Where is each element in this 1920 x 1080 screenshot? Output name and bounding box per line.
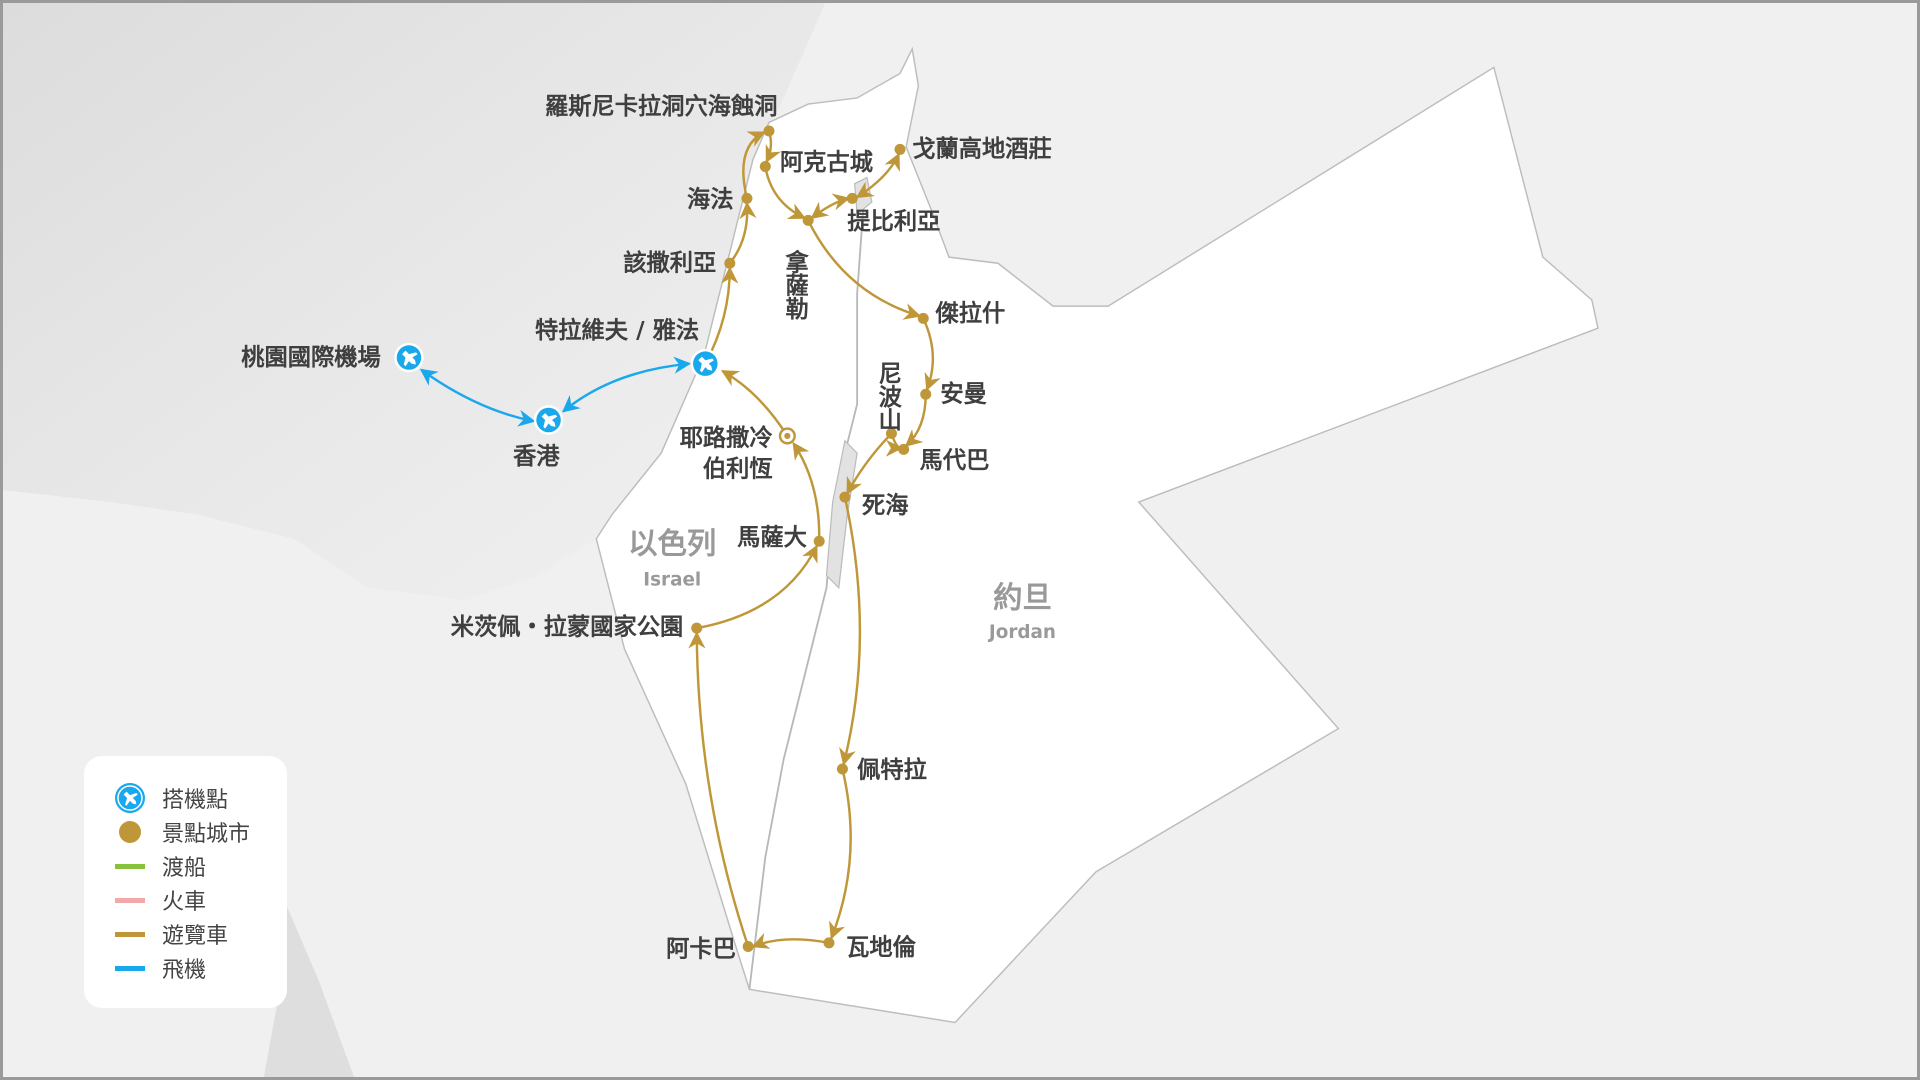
label-golan: 戈蘭高地酒莊: [912, 136, 1052, 163]
city-dot-mitzpe[interactable]: [691, 622, 703, 634]
route-wadirum-aqaba: [751, 932, 830, 949]
route-nazareth-tiberias: [810, 193, 851, 220]
country-israel: 以色列: [628, 526, 716, 560]
label-haifa: 海法: [687, 186, 734, 213]
route-masada-jerusalem: [792, 441, 821, 542]
airport-icon-telaviv[interactable]: [690, 348, 720, 379]
label-amman: 安曼: [940, 381, 987, 408]
flight-routes: [419, 356, 692, 427]
label-petra: 佩特拉: [857, 757, 927, 784]
legend-city-label: 景點城市: [162, 822, 251, 847]
route-deadsea-petra: [839, 496, 862, 766]
country-jordan: 約旦: [993, 580, 1052, 614]
label-taoyuan: 桃園國際機場: [241, 344, 381, 371]
city-dot-nebo[interactable]: [885, 427, 897, 439]
label-rosh: 羅斯尼卡拉洞穴海蝕洞: [545, 93, 778, 120]
legend-city: 景點城市: [114, 817, 250, 847]
city-dot-caesarea[interactable]: [724, 257, 736, 269]
label-aqaba: 阿卡巴: [666, 935, 736, 962]
label-jerusalem-1: 耶路撒冷: [680, 425, 773, 452]
legend-train-label: 火車: [162, 890, 207, 915]
city-dot-amman[interactable]: [920, 388, 932, 400]
legend-plane-label: 飛機: [162, 958, 207, 983]
city-dot-rosh[interactable]: [763, 125, 775, 137]
route-acre-nazareth: [764, 166, 807, 220]
airport-icons: [394, 342, 720, 435]
route-amman-madaba: [904, 394, 927, 447]
label-wadirum: 瓦地倫: [846, 934, 917, 961]
legend-bus: 遊覽車: [114, 919, 228, 949]
flight-hongkong-telaviv: [561, 356, 692, 413]
route-nebo-deadsea: [846, 432, 893, 495]
route-tiberias-golan: [855, 152, 900, 199]
label-masada: 馬薩大: [737, 524, 808, 551]
sea: [0, 0, 827, 600]
city-dot-madaba[interactable]: [898, 443, 910, 455]
city-dot-haifa[interactable]: [741, 192, 753, 204]
plane-line-icon: [115, 965, 145, 971]
airport-icon-taoyuan[interactable]: [394, 342, 424, 373]
city-dot-aqaba[interactable]: [742, 941, 754, 953]
label-jerusalem-2: 伯利恆: [703, 455, 773, 482]
city-dot-jerusalem[interactable]: [778, 427, 796, 445]
label-caesarea: 該撒利亞: [623, 250, 716, 277]
route-nazareth-jerash: [807, 219, 922, 320]
legend-airport-label: 搭機點: [162, 788, 229, 813]
city-dot-nazareth[interactable]: [802, 214, 814, 226]
label-hongkong: 香港: [513, 443, 560, 470]
city-dot-masada[interactable]: [813, 535, 825, 547]
route-petra-wadirum: [829, 768, 852, 940]
route-mitzpe-masada: [696, 544, 818, 630]
label-nazareth: 拿薩勒: [781, 249, 810, 321]
city-dot-jerash[interactable]: [917, 312, 929, 324]
city-dots: [691, 125, 932, 953]
airport-icon-hongkong[interactable]: [533, 405, 564, 435]
city-dot-deadsea[interactable]: [839, 491, 851, 503]
train-line-icon: [115, 897, 145, 903]
legend-airport: 搭機點: [114, 783, 228, 813]
label-tiberias: 提比利亞: [847, 208, 940, 235]
city-dot-golan[interactable]: [894, 143, 906, 155]
route-aqaba-mitzpe: [688, 631, 750, 947]
route-caesarea-haifa: [728, 201, 757, 265]
city-dot-wadirum[interactable]: [823, 937, 835, 949]
bus-routes: [688, 130, 941, 949]
country-israel-en: Israel: [643, 569, 701, 590]
flight-taoyuan-hongkong: [419, 368, 536, 427]
label-nebo: 尼波山: [874, 361, 902, 431]
israel-jordan-land: [595, 46, 1599, 1024]
legend-train: 火車: [114, 885, 206, 915]
place-labels: 桃園國際機場 香港 特拉維夫 / 雅法 該撒利亞 海法 羅斯尼卡拉洞穴海蝕洞 阿…: [241, 93, 1056, 962]
route-haifa-rosh: [742, 131, 766, 199]
label-telaviv: 特拉維夫 / 雅法: [535, 317, 699, 344]
legend-ferry: 渡船: [114, 851, 206, 881]
legend-plane: 飛機: [114, 953, 206, 983]
airplane-icon: [115, 783, 145, 813]
city-dot-icon: [119, 821, 141, 843]
bus-line-icon: [115, 931, 145, 937]
legend-bus-label: 遊覽車: [162, 924, 229, 949]
label-acre: 阿克古城: [780, 149, 873, 176]
route-jerusalem-tlv: [720, 369, 789, 437]
city-dot-acre[interactable]: [759, 161, 771, 173]
label-madaba: 馬代巴: [920, 447, 990, 474]
city-dot-tiberias[interactable]: [846, 192, 858, 204]
label-deadsea: 死海: [862, 492, 909, 519]
legend-ferry-label: 渡船: [162, 856, 207, 881]
country-jordan-en: Jordan: [987, 622, 1056, 643]
city-dot-petra[interactable]: [836, 763, 848, 775]
label-jerash: 傑拉什: [935, 300, 1006, 327]
map-legend: 搭機點 景點城市 渡船 火車 遊覽車 飛機: [84, 756, 287, 1008]
route-jerash-amman: [922, 317, 941, 391]
ferry-line-icon: [115, 863, 145, 869]
label-mitzpe: 米茨佩・拉蒙國家公園: [451, 613, 684, 640]
